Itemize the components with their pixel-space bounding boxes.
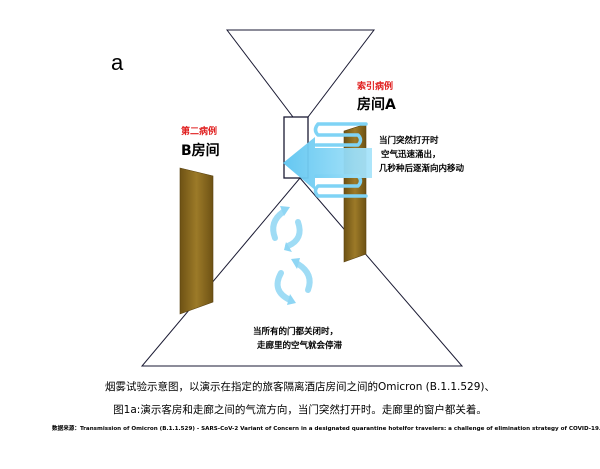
door-open-note: 当门突然打开时 空气迅速涌出， 几秒种后逐渐向内移动	[379, 134, 464, 176]
hall-note-line: 走廊里的空气就会停滞	[257, 341, 343, 351]
caption-line-1: 烟雾试验示意图，以演示在指定的旅客隔离酒店房间之间的Omicron (B.1.1…	[105, 381, 495, 393]
corridor-lower-triangle	[140, 177, 464, 367]
room-a-label: 房间A	[357, 97, 396, 113]
hall-closed-note: 当所有的门都关闭时， 走廊里的空气就会停滞	[253, 325, 342, 353]
room-b-label: B房间	[181, 143, 220, 159]
door-note-line: 空气迅速涌出，	[381, 150, 441, 160]
corridor-upper-triangle	[225, 29, 376, 118]
panel-label: a	[111, 50, 124, 75]
room-b-door	[179, 167, 214, 315]
source-citation: 数据来源：Transmission of Omicron (B.1.1.529)…	[52, 426, 600, 432]
door-note-line: 几秒种后逐渐向内移动	[379, 164, 465, 174]
airflow-zigzag-upper	[313, 122, 368, 147]
caption-line-2: 图1a:演示客房和走廊之间的气流方向，当门突然打开时。走廊里的窗户都关着。	[113, 404, 487, 416]
hall-note-line: 当所有的门都关闭时，	[253, 327, 339, 337]
swirl-lower-arrowhead-1	[291, 258, 300, 269]
swirl-upper	[270, 209, 303, 249]
swirl-lower-arrowhead-2	[287, 294, 296, 305]
swirl-lower	[274, 261, 313, 303]
room-a-case-tag: 索引病例	[357, 82, 394, 92]
airflow-arrow	[283, 137, 372, 190]
door-note-line: 当门突然打开时	[379, 136, 439, 146]
room-b-case-tag: 第二病例	[181, 127, 218, 137]
swirl-upper-arrowhead-1	[280, 206, 290, 216]
airflow-zigzag-lower	[313, 174, 368, 198]
swirl-upper-arrowhead-2	[284, 242, 292, 252]
